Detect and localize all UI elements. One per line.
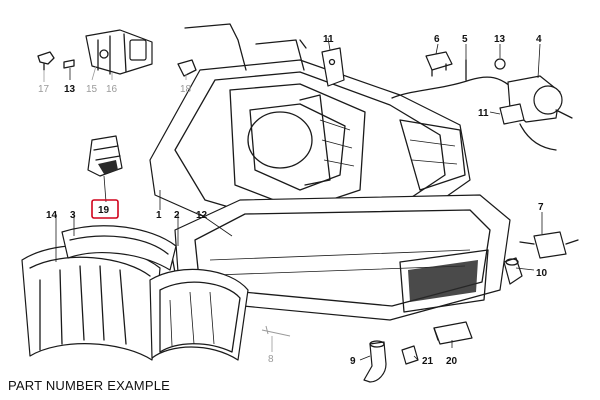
- callout-5: 5: [462, 34, 468, 45]
- callout-2: 2: [174, 210, 180, 221]
- callout-21: 21: [422, 356, 434, 367]
- part-9-drain-hose[interactable]: [363, 340, 387, 383]
- callout-16: 16: [106, 84, 118, 95]
- part-15-16-bracket-assembly[interactable]: [85, 29, 153, 75]
- leader-lines: [43, 37, 543, 361]
- part-5-cable[interactable]: [391, 59, 511, 99]
- blower-side-cover[interactable]: [149, 268, 249, 361]
- callout-labels: 17 13 15 16 18 11 6 5 13 4 11 1 2 12 14 …: [38, 34, 548, 367]
- callout-1: 1: [156, 210, 162, 221]
- callout-9: 9: [350, 356, 356, 367]
- part-17-clip[interactable]: [37, 51, 55, 71]
- callout-7: 7: [538, 202, 544, 213]
- part-21-clip[interactable]: [401, 345, 419, 365]
- callout-10: 10: [536, 268, 548, 279]
- part-11-bracket-right[interactable]: [499, 103, 525, 125]
- part-7-resistor[interactable]: [519, 231, 579, 259]
- callout-15: 15: [86, 84, 98, 95]
- callout-4: 4: [536, 34, 542, 45]
- caption-text: PART NUMBER EXAMPLE: [8, 378, 171, 393]
- callout-12: 12: [196, 210, 208, 221]
- callout-19: 19: [98, 205, 110, 216]
- part-19-flap[interactable]: [87, 135, 123, 177]
- highlight-box-19[interactable]: [91, 199, 119, 219]
- part-13-screw-left[interactable]: [63, 59, 75, 69]
- part-13-screw-right[interactable]: [494, 58, 506, 70]
- callout-3: 3: [70, 210, 76, 221]
- callout-11-right: 11: [478, 108, 489, 119]
- part-11-bracket-top[interactable]: [321, 47, 345, 87]
- part-20-foam-block[interactable]: [433, 321, 473, 345]
- callout-13-right: 13: [494, 34, 506, 45]
- part-12-lower-tray[interactable]: [174, 194, 511, 321]
- part-14-blower-housing[interactable]: [21, 244, 161, 361]
- callout-17: 17: [38, 84, 50, 95]
- callout-8: 8: [268, 354, 274, 365]
- callout-6: 6: [434, 34, 440, 45]
- part-6-switch[interactable]: [425, 51, 453, 77]
- part-3-blower-cover[interactable]: [61, 225, 177, 271]
- part-8-rod[interactable]: [261, 325, 291, 337]
- callout-11-top: 11: [323, 34, 334, 45]
- callout-18: 18: [180, 84, 192, 95]
- part-10-grommet[interactable]: [503, 257, 523, 285]
- part-18-clip[interactable]: [177, 59, 197, 77]
- callout-14: 14: [46, 210, 58, 221]
- callout-20: 20: [446, 356, 458, 367]
- callout-13-left: 13: [64, 84, 76, 95]
- housing-rods: [184, 23, 307, 71]
